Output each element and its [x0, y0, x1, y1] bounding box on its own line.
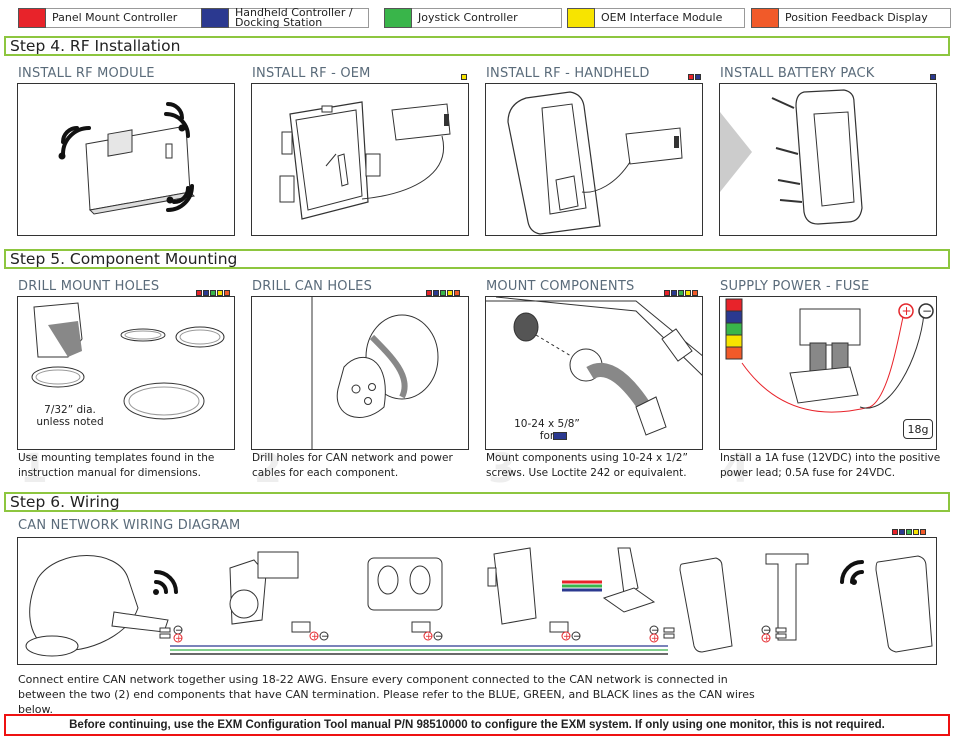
panel-color-tag [688, 74, 694, 80]
supply-power-panel: + − [719, 296, 937, 450]
handheld-color-tag [553, 432, 567, 440]
drill-mount-illustration [31, 302, 225, 420]
svg-text:+: + [425, 632, 433, 642]
legend-label: Position Feedback Display [779, 8, 951, 28]
panel-title: MOUNT COMPONENTS [486, 279, 635, 294]
legend-swatch-red [18, 8, 46, 28]
rf-oem-illustration [279, 101, 451, 220]
legend-swatch-yellow [567, 8, 595, 28]
handheld-color-tag [695, 74, 701, 80]
wiring-diagram-panel: − + + − + − + − − + − + [17, 537, 937, 665]
wiring-diagram: − + + − + − + − − + − + [25, 547, 933, 657]
svg-text:−: − [651, 626, 659, 636]
wiring-caption: Connect entire CAN network together usin… [18, 673, 755, 716]
rf-handheld-illustration [507, 91, 683, 235]
configuration-warning: Before continuing, use the EXM Configura… [4, 714, 950, 736]
battery-pack-illustration [720, 89, 863, 225]
step5-heading: Step 5. Component Mounting [4, 249, 950, 269]
step-number: 3 [488, 446, 516, 492]
rf-module-panel [17, 83, 235, 236]
svg-text:−: − [321, 632, 329, 642]
wire-gauge-label: 18g [903, 419, 933, 439]
panel-title: SUPPLY POWER - FUSE [720, 279, 870, 294]
caption: Drill holes for CAN network and power ca… [252, 452, 453, 479]
mount-components-illustration [486, 297, 702, 436]
panel-title: INSTALL RF - OEM [252, 66, 371, 81]
legend-swatch-orange [751, 8, 779, 28]
svg-text:−: − [435, 632, 443, 642]
drill-mount-panel [17, 296, 235, 450]
legend-oem: OEM Interface Module [567, 6, 745, 30]
panel-title: INSTALL BATTERY PACK [720, 66, 875, 81]
battery-pack-panel [719, 83, 937, 236]
step6-heading: Step 6. Wiring [4, 492, 950, 512]
svg-text:+: + [563, 632, 571, 642]
oem-color-tag [461, 74, 467, 80]
step-number: 4 [722, 446, 750, 492]
legend-label: OEM Interface Module [595, 8, 745, 28]
panel-title: CAN NETWORK WIRING DIAGRAM [18, 518, 241, 533]
step-number: 2 [254, 446, 282, 492]
svg-text:−: − [763, 626, 771, 636]
legend-swatch-blue [201, 8, 229, 28]
caption: Install a 1A fuse (12VDC) into the posit… [720, 452, 941, 479]
panel-title: INSTALL RF - HANDHELD [486, 66, 650, 81]
step4-heading: Step 4. RF Installation [4, 36, 950, 56]
rf-handheld-panel [485, 83, 703, 236]
legend-position-feedback: Position Feedback Display [751, 6, 951, 30]
caption: Mount components using 10-24 x 1/2” scre… [486, 452, 688, 479]
legend-label: Joystick Controller [412, 8, 562, 28]
svg-text:−: − [175, 626, 183, 636]
drill-can-illustration [311, 297, 439, 449]
panel-title: INSTALL RF MODULE [18, 66, 155, 81]
legend-label: Handheld Controller / Docking Station [229, 7, 369, 28]
fuse-illustration: + − [725, 298, 934, 413]
svg-text:+: + [763, 634, 771, 644]
handheld-color-tag [930, 74, 936, 80]
svg-text:+: + [902, 304, 912, 318]
drill-size-note: 7/32” dia. unless noted [36, 404, 104, 428]
rf-oem-panel [251, 83, 469, 236]
panel-title: DRILL MOUNT HOLES [18, 279, 160, 294]
svg-text:+: + [175, 634, 183, 644]
svg-text:−: − [922, 304, 932, 318]
svg-text:−: − [573, 632, 581, 642]
screw-size-note: 10-24 x 5/8” for [514, 418, 580, 442]
rf-module-illustration [58, 102, 196, 215]
svg-text:+: + [651, 634, 659, 644]
legend-handheld: Handheld Controller / Docking Station [201, 6, 369, 30]
caption: Use mounting templates found in the inst… [18, 452, 215, 479]
legend-swatch-green [384, 8, 412, 28]
drill-can-panel [251, 296, 469, 450]
mount-components-panel [485, 296, 703, 450]
legend-label: Panel Mount Controller [46, 8, 206, 28]
panel-title: DRILL CAN HOLES [252, 279, 373, 294]
step-number: 1 [20, 446, 48, 492]
legend-joystick: Joystick Controller [384, 6, 562, 30]
svg-text:+: + [311, 632, 319, 642]
legend-panel-mount: Panel Mount Controller [18, 6, 206, 30]
